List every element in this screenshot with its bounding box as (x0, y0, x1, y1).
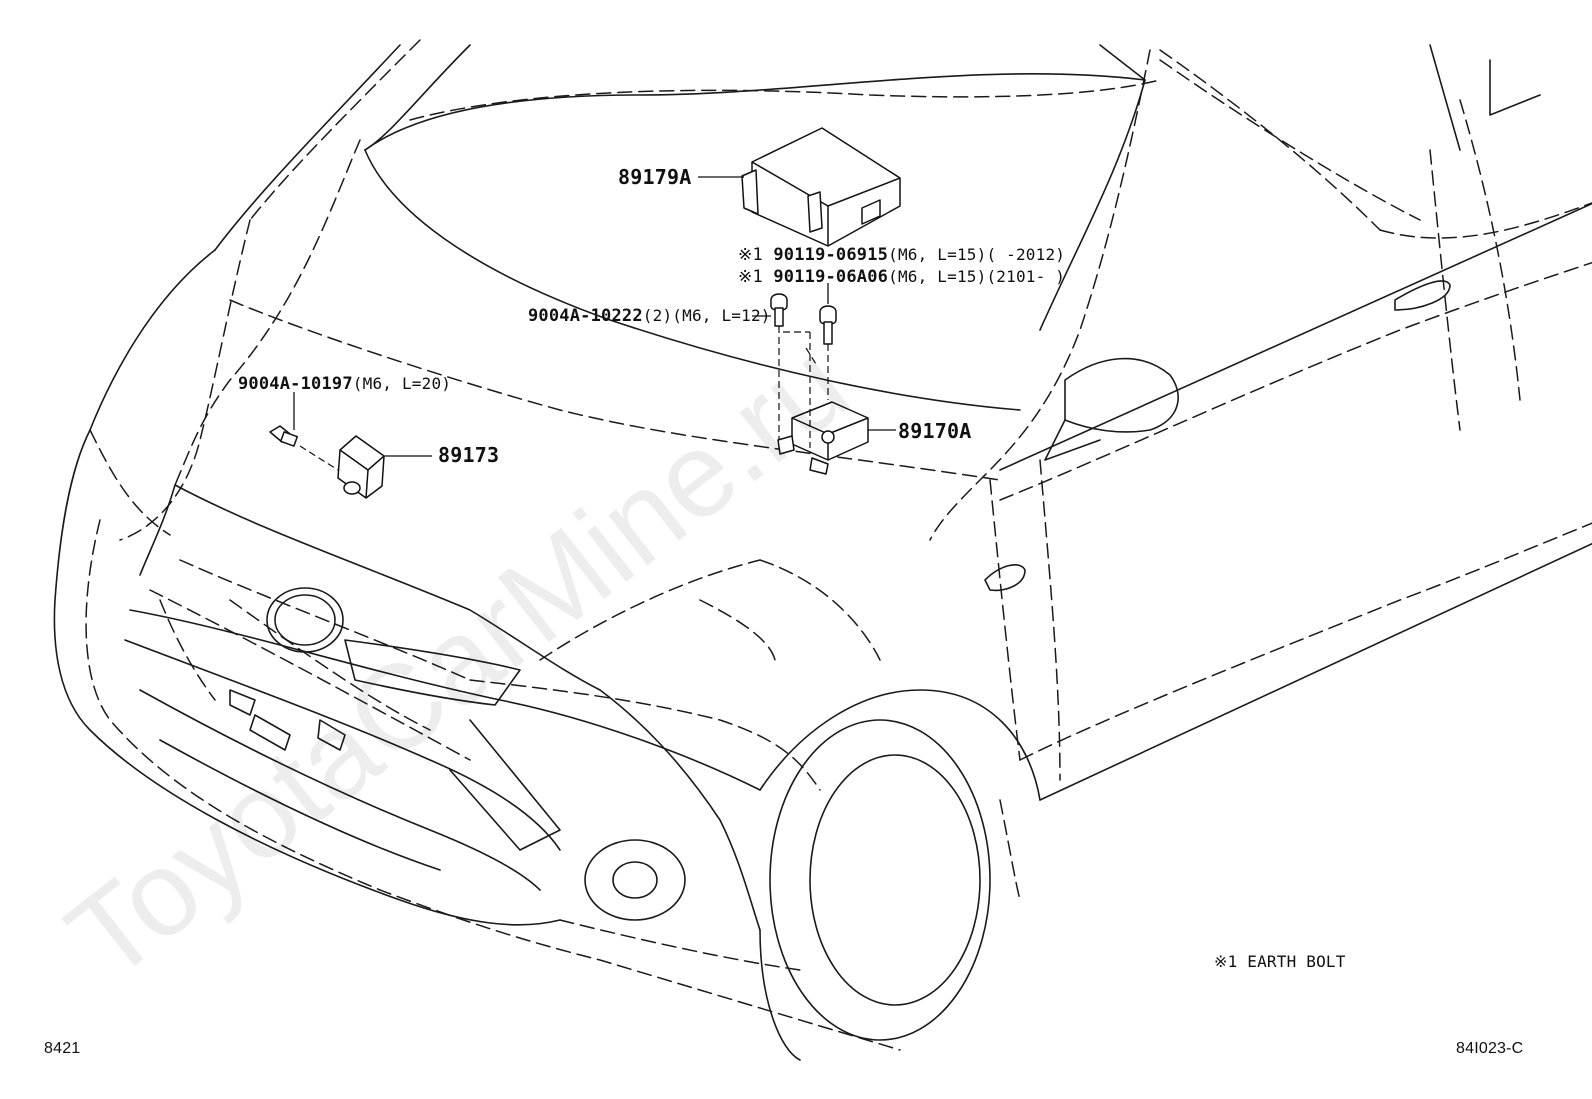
watermark: ToyotaCarMine.ru (44, 317, 873, 1006)
part-number-9004a-10197: 9004A-10197 (238, 374, 353, 394)
label-89173: 89173 (438, 443, 500, 467)
part-89173-front-sensor (337, 435, 385, 499)
earth-bolt-note: ※1 EARTH BOLT (1214, 952, 1346, 971)
part-89170a-sensor (777, 401, 869, 475)
label-89170a: 89170A (898, 419, 972, 443)
bolt-90119-earth (819, 305, 837, 345)
label-bolt-90119-06915: ※1 90119-06915(M6, L=15)( -2012) (738, 245, 1065, 265)
footer-left-code: 8421 (44, 1040, 81, 1057)
bolt-9004a-10197 (269, 425, 299, 447)
part-number-90119-06915: 90119-06915 (773, 245, 889, 265)
footer-right-code: 84I023-C (1456, 1040, 1524, 1057)
label-bolt-9004a-10197: 9004A-10197(M6, L=20) (238, 374, 451, 394)
car-hidden-lines (85, 39, 1592, 1051)
bolt-9004a-10222 (770, 293, 788, 327)
spec-9004a-10197: (M6, L=20) (352, 374, 452, 393)
part-number-9004a-10222: 9004A-10222 (528, 306, 643, 326)
earth-mark-2: ※1 (738, 267, 763, 287)
leader-lines (293, 176, 896, 471)
part-89179a-cover (741, 127, 901, 247)
spec-9004a-10222: (2)(M6, L=12) (642, 306, 771, 325)
label-89179a: 89179A (618, 165, 692, 189)
spec-90119-06a06: (M6, L=15)(2101- ) (888, 267, 1066, 286)
label-bolt-90119-06a06: ※1 90119-06A06(M6, L=15)(2101- ) (738, 267, 1065, 287)
label-bolt-9004a-10222: 9004A-10222(2)(M6, L=12) (528, 306, 771, 326)
car-body-outline (53, 44, 1592, 1061)
part-number-90119-06a06: 90119-06A06 (773, 267, 889, 287)
earth-mark-1: ※1 (738, 245, 763, 265)
spec-90119-06915: (M6, L=15)( -2012) (888, 245, 1066, 264)
